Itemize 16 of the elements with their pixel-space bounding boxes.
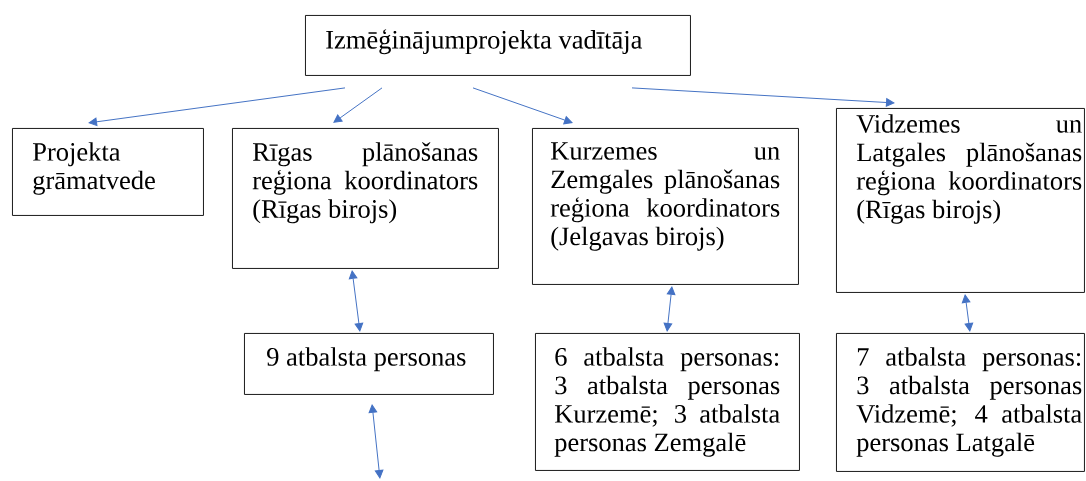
arrow xyxy=(88,87,346,127)
arrow xyxy=(472,87,573,125)
org-box: Izmēģinājumprojekta vadītāja xyxy=(305,15,691,76)
arrow xyxy=(368,404,384,479)
org-box: 9 atbalsta personas xyxy=(244,333,494,395)
arrow xyxy=(348,270,364,332)
org-box: Vidzemes un Latgales plānošanas reģiona koordinators (Rīgas birojs) xyxy=(836,108,1085,293)
org-box: Projekta grāmatvede xyxy=(12,128,204,216)
arrow xyxy=(663,286,676,332)
org-box: Rīgas plānošanas reģiona koordinators (Rīgas birojs) xyxy=(232,128,499,269)
arrow xyxy=(333,87,383,123)
org-box: Kurzemes un Zemgales plānošanas reģiona koordinators (Jelgavas birojs) xyxy=(532,128,799,285)
org-box: 7 atbalsta personas: 3 atbalsta personas Vidzemē; 4 atbalsta personas Latgalē xyxy=(836,333,1085,472)
arrow xyxy=(631,87,895,107)
arrow xyxy=(961,294,974,332)
org-box: 6 atbalsta personas: 3 atbalsta personas Kurzemē; 3 atbalsta personas Zemgalē xyxy=(535,333,800,471)
